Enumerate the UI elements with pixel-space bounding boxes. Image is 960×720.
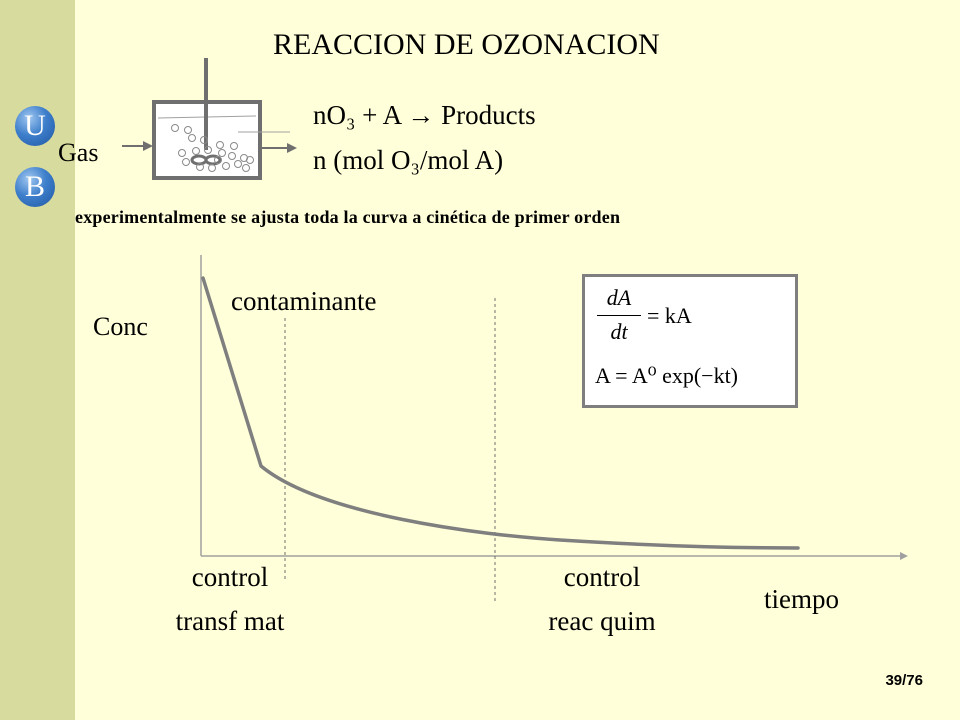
fraction-bar [597,315,641,316]
curve-label: contaminante [231,286,377,316]
region-1-line1: control [191,562,269,592]
logo-b: B [15,167,55,207]
page-number: 39/76 [885,672,923,689]
integrated-solution: A = A⁰ exp(−kt) [595,363,739,388]
region-2-line2: reac quim [548,606,656,636]
gas-inlet-arrow [122,141,153,151]
concentration-curve [201,276,800,550]
rate-denominator: dt [610,319,628,344]
stoichiometry-ratio: n (mol O₃/mol A) [313,145,504,175]
region-2-line1: control [563,562,641,592]
slide-title: REACCION DE OZONACION [273,28,660,61]
rate-law-box: dA dt = kA A = A⁰ exp(−kt) [582,274,798,408]
rate-rhs: = kA [647,303,692,328]
gas-label: Gas [58,138,99,167]
reactor-vessel [152,100,290,180]
reaction-equation: nO₃ + A → Products [313,100,536,130]
region-1-line2: transf mat [175,606,285,636]
y-axis-label: Conc [93,312,148,341]
subtitle: experimentalmente se ajusta toda la curv… [75,207,621,227]
x-axis-label: tiempo [764,584,839,614]
logo-u: U [15,106,55,146]
rate-numerator: dA [606,285,632,310]
x-axis-arrowhead [900,552,908,560]
gas-bubbles [171,124,254,172]
gas-outlet-arrow [262,143,297,153]
